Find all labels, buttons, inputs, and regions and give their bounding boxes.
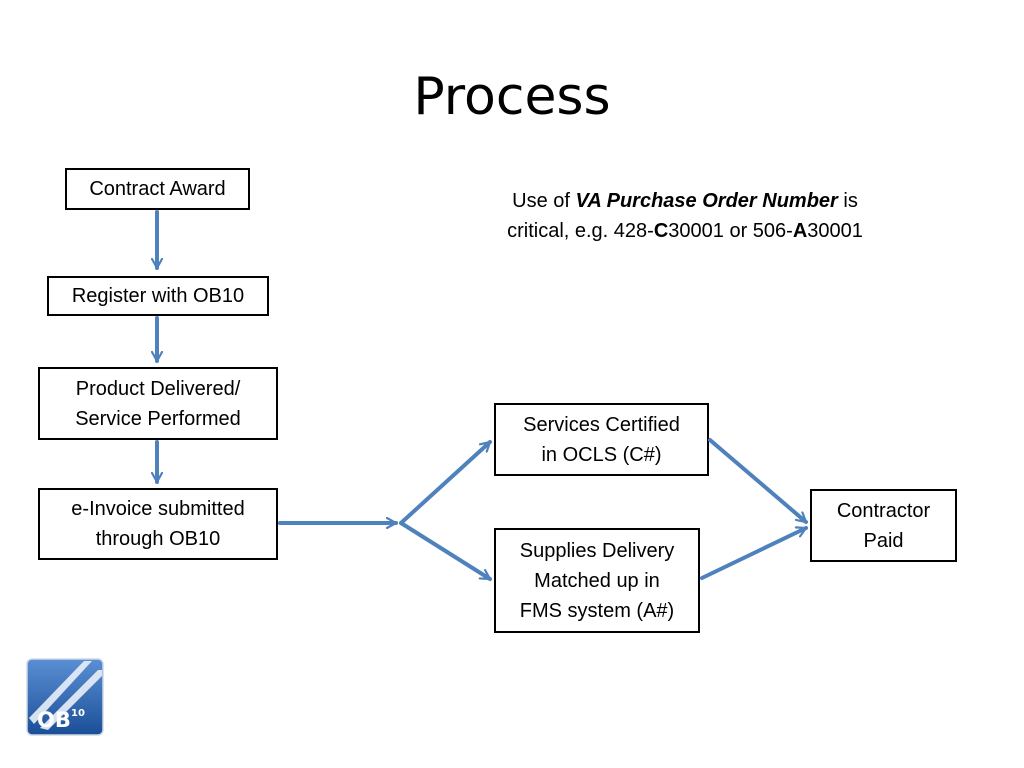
contract-award-box: Contract Award bbox=[65, 168, 250, 210]
slide-title: Process bbox=[413, 67, 611, 127]
arrow-split-to-services bbox=[399, 440, 492, 525]
logo-superscript: 10 bbox=[71, 708, 85, 719]
note-emphasis: VA Purchase Order Number bbox=[575, 190, 838, 212]
supplies-matched-box: Supplies Delivery Matched up in FMS syst… bbox=[494, 528, 700, 633]
arrow-services-to-paid bbox=[708, 438, 808, 524]
po-number-note: Use of VA Purchase Order Number is criti… bbox=[440, 186, 930, 246]
contractor-paid-box: Contractor Paid bbox=[810, 489, 957, 562]
register-box: Register with OB10 bbox=[47, 276, 269, 316]
delivered-box: Product Delivered/ Service Performed bbox=[38, 367, 278, 440]
logo-text: OB bbox=[37, 708, 71, 732]
arrow-split-to-supplies bbox=[399, 521, 492, 581]
einvoice-box: e-Invoice submitted through OB10 bbox=[38, 488, 278, 560]
ob10-logo: OB 10 bbox=[26, 658, 104, 736]
note-line-2: critical, e.g. 428-C30001 or 506-A30001 bbox=[507, 220, 863, 242]
arrow-supplies-to-paid bbox=[700, 526, 808, 580]
note-line-1: Use of VA Purchase Order Number is bbox=[512, 190, 858, 212]
services-certified-box: Services Certified in OCLS (C#) bbox=[494, 403, 709, 476]
